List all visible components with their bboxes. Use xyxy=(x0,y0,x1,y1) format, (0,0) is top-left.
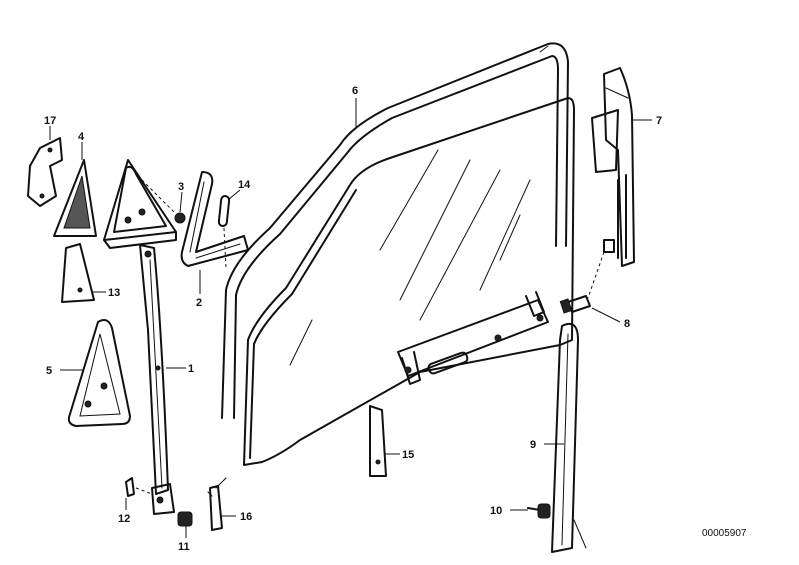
part-11-nut xyxy=(177,511,193,527)
callout-6: 6 xyxy=(352,85,358,97)
part-16-clip xyxy=(207,477,227,531)
part-17-bracket xyxy=(27,137,63,207)
part-8-bolt xyxy=(559,251,605,314)
part-12-bolt xyxy=(125,477,153,497)
callout-5: 5 xyxy=(46,365,52,377)
callout-12: 12 xyxy=(118,513,130,525)
callout-1: 1 xyxy=(188,363,194,375)
part-6-window-channel xyxy=(221,42,569,419)
part-4-triangle xyxy=(53,159,97,237)
callout-16: 16 xyxy=(240,511,252,523)
callout-10: 10 xyxy=(490,505,502,517)
callout-8: 8 xyxy=(624,318,630,330)
callout-14: 14 xyxy=(238,179,251,191)
part-7-rear-guide xyxy=(591,67,635,267)
callout-2: 2 xyxy=(196,297,202,309)
part-3-screw xyxy=(141,179,186,224)
callout-9: 9 xyxy=(530,439,536,451)
glass-lift-rail xyxy=(397,291,549,385)
window-glass xyxy=(243,97,575,466)
part-9-rear-channel xyxy=(551,322,587,553)
callout-3: 3 xyxy=(178,181,184,193)
part-15-bracket xyxy=(369,405,387,477)
leader-lines xyxy=(49,98,652,538)
part-5-quarter-glass xyxy=(67,319,131,427)
part-2-seal xyxy=(180,171,249,267)
part-13-plate xyxy=(61,243,95,303)
callout-4: 4 xyxy=(78,131,85,143)
quarter-window-frame xyxy=(103,159,177,258)
callouts: 1 2 3 4 5 6 7 8 9 10 11 12 13 14 15 16 1… xyxy=(44,85,662,553)
callout-15: 15 xyxy=(402,449,414,461)
callout-7: 7 xyxy=(656,115,662,127)
reference-number: 00005907 xyxy=(702,528,747,539)
part-14-pin xyxy=(217,195,231,269)
part-10-screw xyxy=(527,503,551,519)
part-1-front-post xyxy=(139,244,175,515)
callout-11: 11 xyxy=(178,541,190,553)
callout-17: 17 xyxy=(44,115,56,127)
callout-13: 13 xyxy=(108,287,120,299)
